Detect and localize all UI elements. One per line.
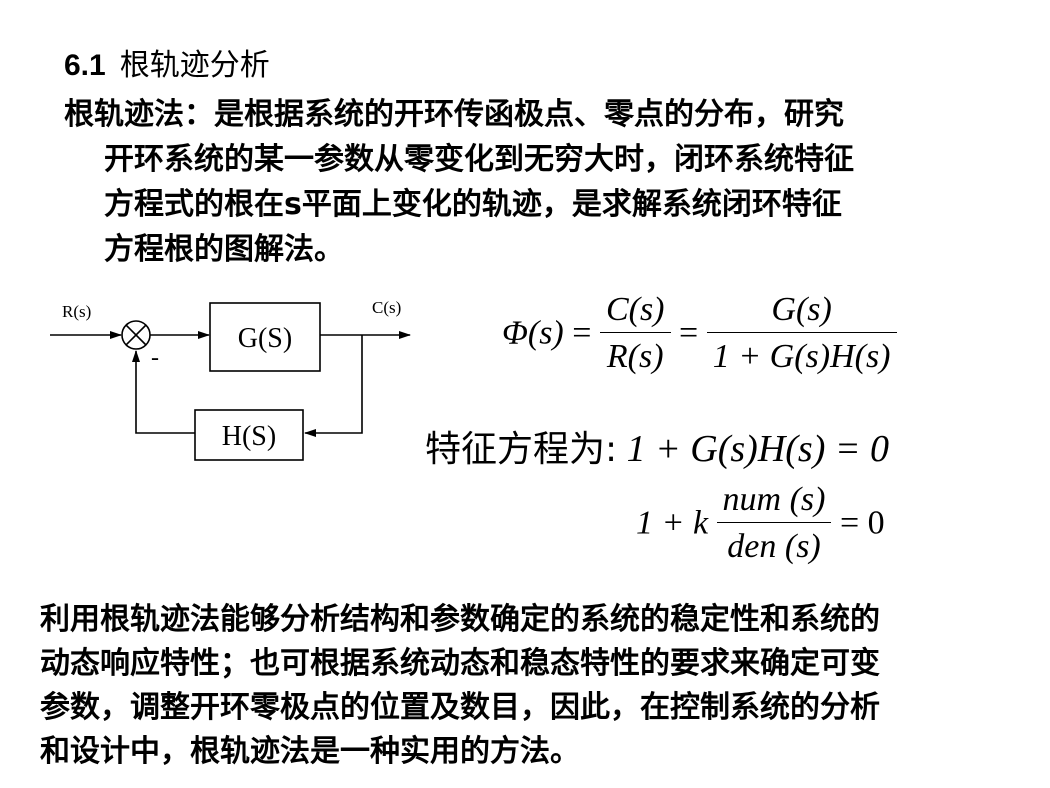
section-title-text: 根轨迹分析 — [119, 48, 270, 83]
definition-line: 方程式的根在s平面上变化的轨迹，是求解系统闭环特征 — [104, 187, 842, 222]
fraction-c-over-r: C(s) R(s) — [599, 290, 671, 377]
fraction-denominator: 1 + G(s)H(s) — [712, 338, 891, 375]
transfer-function-equation: Φ(s) = C(s) R(s) = G(s) 1 + G(s)H(s) — [502, 290, 897, 377]
fraction-denominator: R(s) — [606, 338, 664, 375]
definition-line: 开环系统的某一参数从零变化到无穷大时，闭环系统特征 — [104, 142, 854, 177]
gain-form-lhs: 1 + k — [636, 504, 709, 542]
gain-form-equation: 1 + k num (s) den (s) = 0 — [636, 480, 885, 567]
fraction-numerator: num (s) — [716, 480, 832, 523]
summary-line: 和设计中，根轨迹法是一种实用的方法。 — [40, 734, 580, 769]
characteristic-label: 特征方程为 — [425, 429, 606, 470]
fraction-g-over-1gh: G(s) 1 + G(s)H(s) — [706, 290, 897, 377]
summary-line: 动态响应特性；也可根据系统动态和稳态特性的要求来确定可变 — [40, 646, 880, 681]
feedback-block — [194, 409, 304, 461]
fraction-denominator: den (s) — [727, 528, 821, 565]
characteristic-expression: 1 + G(s)H(s) = 0 — [626, 428, 890, 470]
section-title: 6.1 根轨迹分析 — [64, 44, 270, 88]
block-diagram: R(s) - G(S) C(s) H(S) — [50, 298, 411, 461]
fraction-numerator: C(s) — [599, 290, 671, 333]
summary-paragraph: 利用根轨迹法能够分析结构和参数确定的系统的稳定性和系统的 动态响应特性；也可根据… — [40, 598, 1030, 774]
summary-line: 利用根轨迹法能够分析结构和参数确定的系统的稳定性和系统的 — [40, 602, 880, 637]
forward-block-label: G(S) — [238, 323, 292, 354]
feedback-sign: - — [151, 345, 159, 371]
section-number: 6.1 — [64, 49, 106, 82]
feedback-block-label: H(S) — [222, 421, 276, 452]
summary-line: 参数，调整开环零极点的位置及数目，因此，在控制系统的分析 — [40, 690, 880, 725]
definition-paragraph: 根轨迹法：是根据系统的开环传函极点、零点的分布，研究 开环系统的某一参数从零变化… — [64, 92, 1004, 272]
feedback-path-left — [132, 350, 195, 434]
summing-junction — [121, 320, 151, 350]
gain-form-rhs: = 0 — [839, 504, 885, 542]
definition-line: 根轨迹法：是根据系统的开环传函极点、零点的分布，研究 — [64, 97, 844, 132]
feedback-path-right — [304, 335, 363, 437]
input-label: R(s) — [62, 302, 91, 321]
characteristic-equation: 特征方程为: 1 + G(s)H(s) = 0 — [425, 428, 890, 470]
output-label: C(s) — [372, 298, 401, 317]
transfer-lhs: Φ(s) — [502, 314, 564, 352]
fraction-numerator: G(s) — [706, 290, 897, 333]
definition-line: 方程根的图解法。 — [104, 232, 344, 267]
fraction-num-over-den: num (s) den (s) — [716, 480, 832, 567]
forward-block — [209, 302, 321, 372]
